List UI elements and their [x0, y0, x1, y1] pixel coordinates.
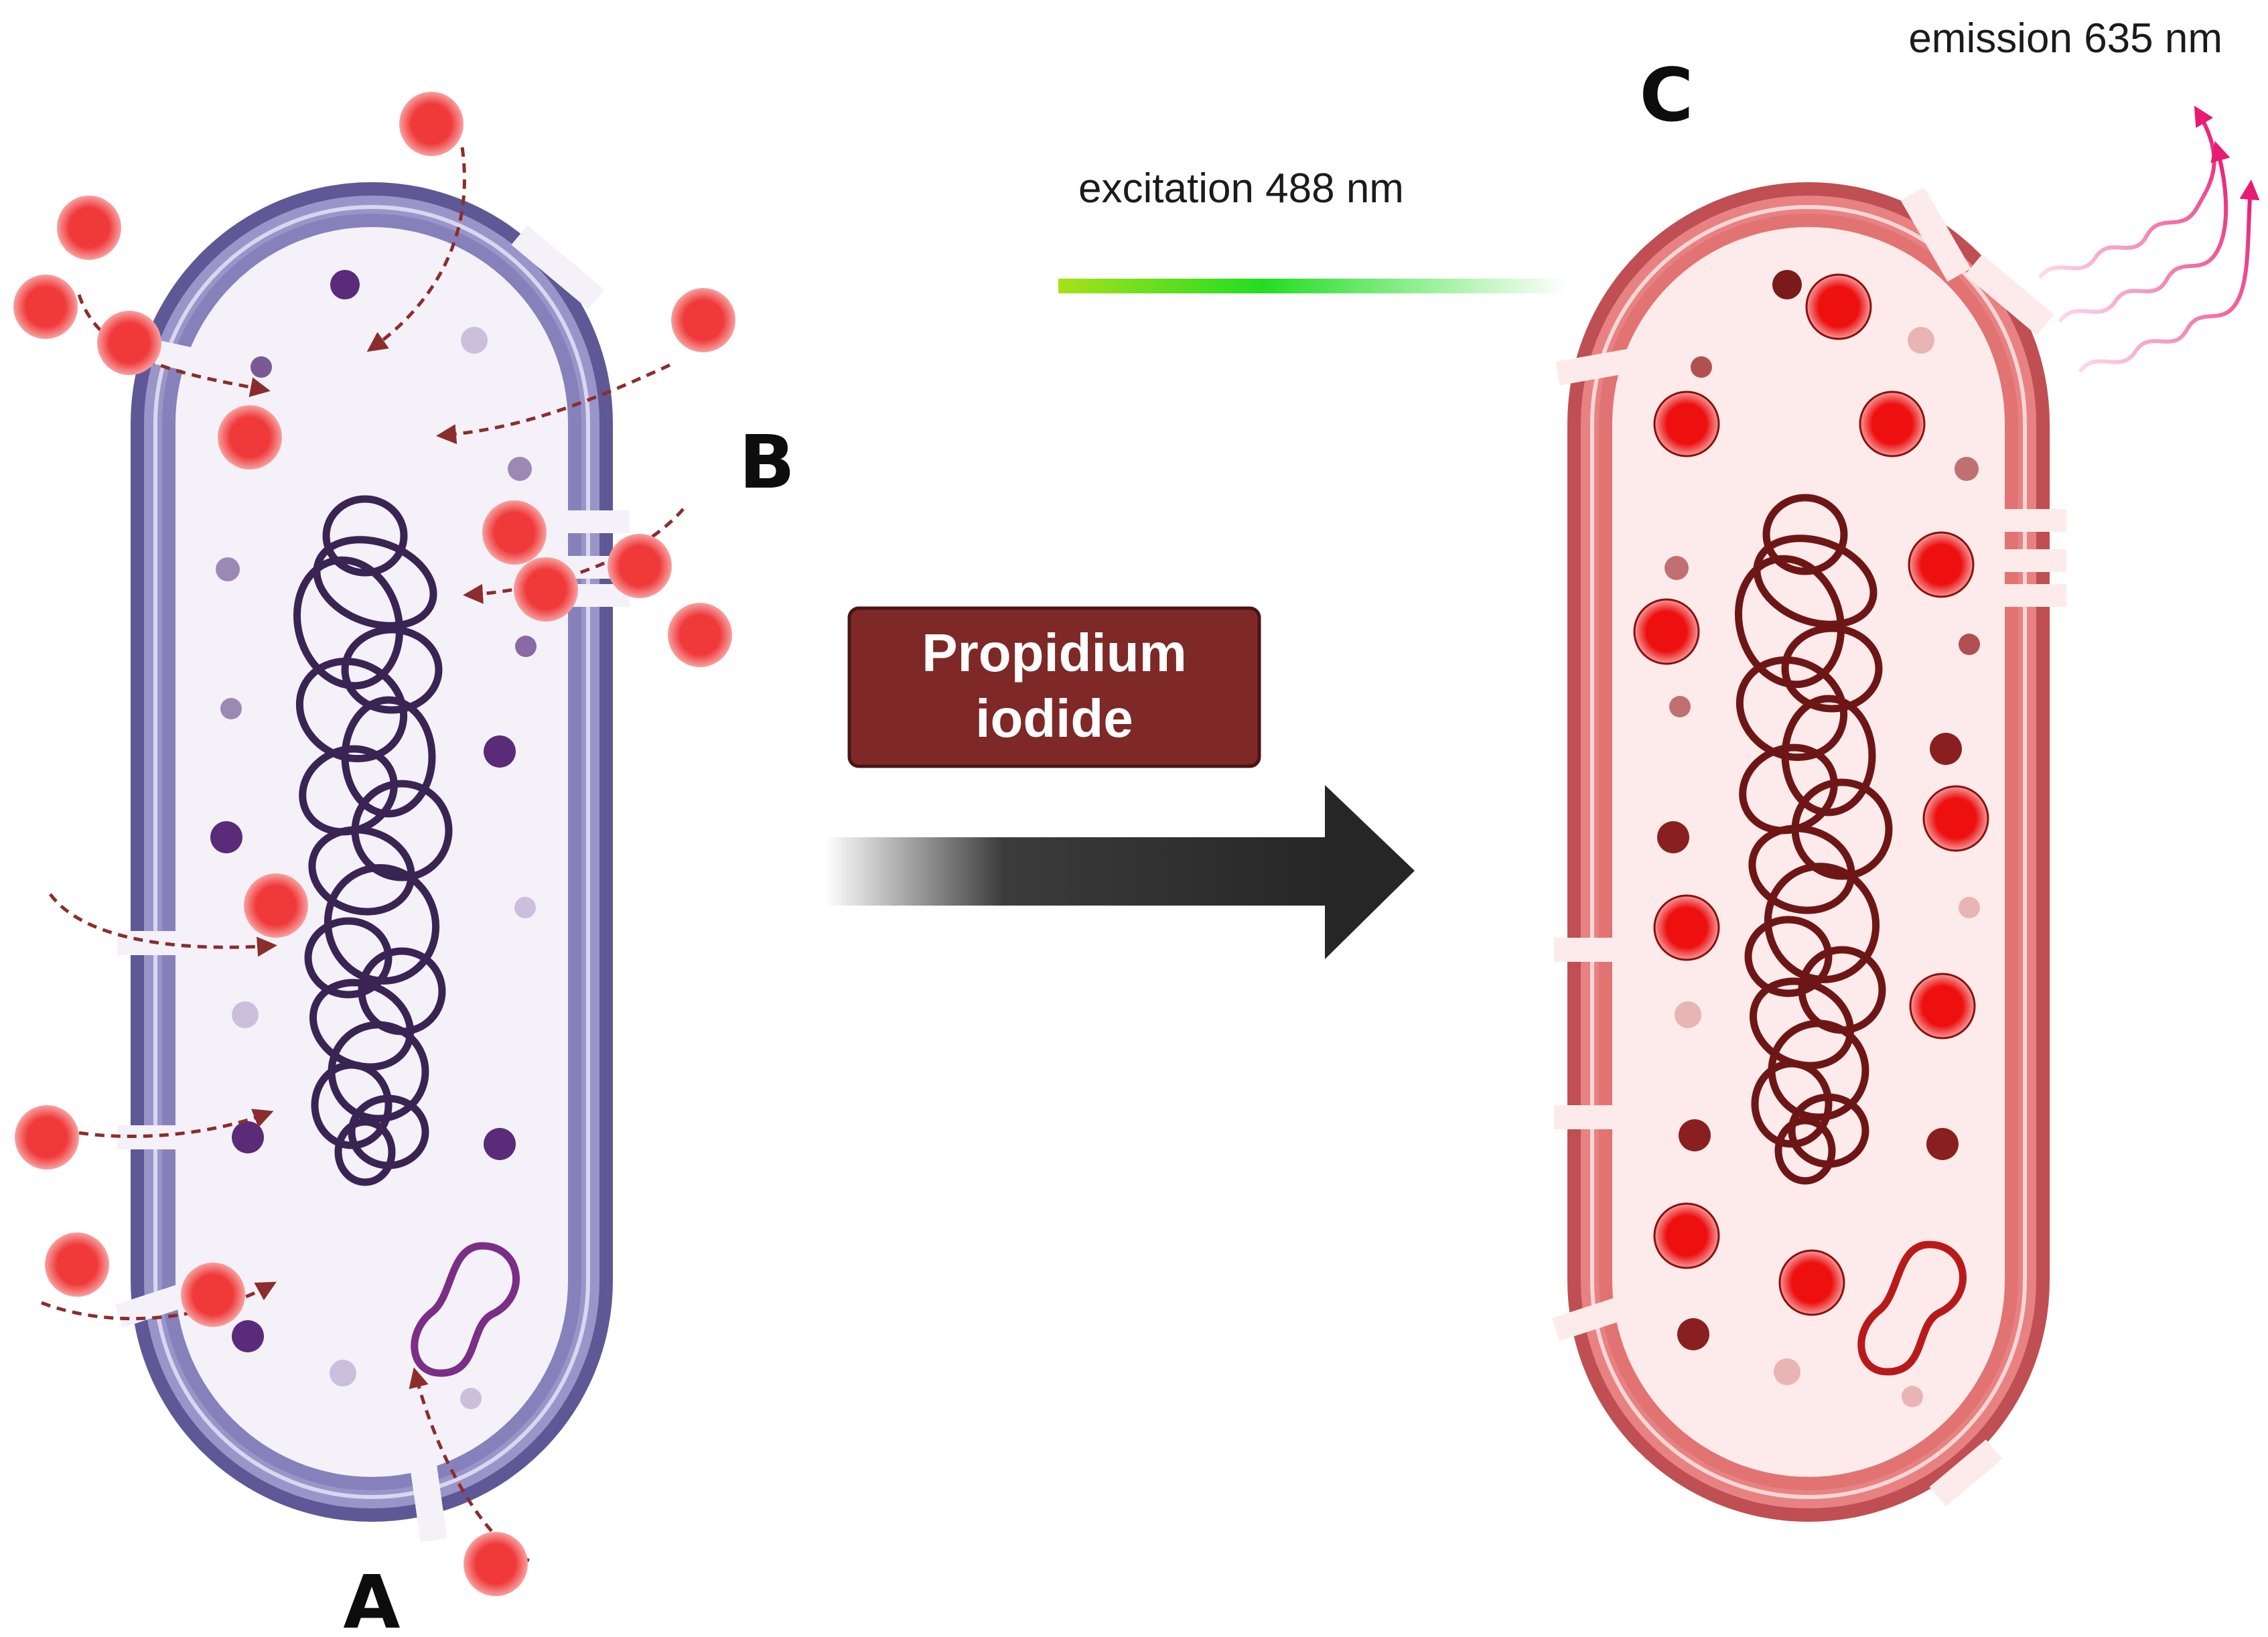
cytoplasm-granules: [1657, 270, 1980, 1407]
dye-molecules-outside: [13, 92, 735, 1596]
emission-waves: [2038, 105, 2260, 373]
cytoplasm: [175, 227, 568, 1477]
excitation-beam: [1058, 279, 1567, 293]
dye-molecules-bound: [1633, 273, 1989, 1316]
emission-label: emission 635 nm: [1908, 15, 2222, 62]
nucleoid-dna: [293, 495, 453, 1186]
cell-wall-stripe: [153, 205, 590, 1499]
cell-wall-stripe: [1590, 205, 2027, 1499]
cytoplasm-granules: [210, 270, 537, 1409]
process-arrow: [825, 785, 1415, 959]
plasmid-stained: [1857, 1240, 1967, 1376]
excitation-label: excitation 488 nm: [1078, 165, 1404, 212]
plasmid: [411, 1242, 520, 1377]
label-b: B: [739, 419, 795, 505]
label-a: A: [343, 1559, 400, 1637]
reagent-label-line2: iodide: [975, 689, 1133, 748]
live-bacterial-cell: [115, 182, 630, 1543]
dead-bacterial-cell: [1552, 182, 2066, 1522]
cytoplasm: [1612, 227, 2005, 1477]
nucleoid-dna-stained: [1734, 494, 1893, 1185]
reagent-box: Propidium iodide: [847, 606, 1261, 768]
reagent-label-line1: Propidium: [922, 623, 1187, 683]
membrane-pores: [1552, 187, 2066, 1506]
label-c: C: [1640, 52, 1694, 138]
